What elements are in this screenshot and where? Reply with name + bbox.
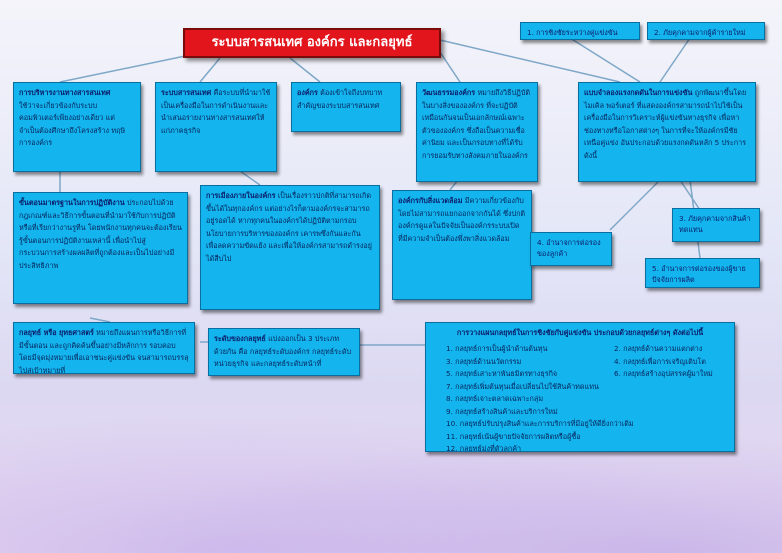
environment-box: องค์กรกับสิ่งแวดล้อม มีความเกี่ยวข้องกับ… xyxy=(392,190,532,300)
strategy-heading: กลยุทธ์ หรือ ยุทธศาสตร์ xyxy=(19,328,94,337)
strategy-item: 4. กลยุทธ์เพื่อการเจริญเติบโต xyxy=(614,356,706,366)
strategy-levels-heading: ระดับของกลยุทธ์ xyxy=(214,334,266,343)
force-new-entrants-box: 2. ภัยคุกคามจากผู้ค้ารายใหม่ xyxy=(647,22,765,40)
force-rivalry-box: 1. การชิงชัยระหว่างคู่แข่งขัน xyxy=(520,22,640,40)
mis-text: ใช้ว่าจะเกี่ยวข้องกับระบบ คอมพิวเตอร์เพี… xyxy=(19,100,126,148)
strategy-list-left: 1. กลยุทธ์การเป็นผู้นำด้านต้นทุน 3. กลยุท… xyxy=(446,343,634,452)
procedure-text: ประกอบไปด้วยกฎเกณฑ์และวิธีการขั้นตอนที่น… xyxy=(19,198,182,270)
competitive-strategy-heading: การวางแผนกลยุทธ์ในการชิงชัยกับคู่แข่งขัน… xyxy=(456,328,704,337)
main-title: ระบบสารสนเทศ องค์กร และกลยุทธ์ xyxy=(183,28,441,58)
environment-heading: องค์กรกับสิ่งแวดล้อม xyxy=(398,196,463,205)
procedure-box: ขั้นตอนมาตรฐานในการปฏิบัติงาน ประกอบไปด้… xyxy=(13,192,188,304)
strategy-item: 6. กลยุทธ์สร้างอุปสรรคผู้มาใหม่ xyxy=(614,369,713,378)
organization-heading: องค์กร xyxy=(297,88,318,97)
information-system-box: ระบบสารสนเทศ คือระบบที่นำมาใช้เป็นเครื่อ… xyxy=(155,82,277,172)
strategy-levels-text: แบ่งออกเป็น 3 ประเภท ด้วยกัน คือ กลยุทธ์… xyxy=(214,334,352,368)
strategy-item: 2. กลยุทธ์ด้านความแตกต่าง xyxy=(614,344,703,353)
competitive-strategy-box: การวางแผนกลยุทธ์ในการชิงชัยกับคู่แข่งขัน… xyxy=(425,322,735,452)
strategy-item: 5. กลยุทธ์เสาะหาพันธมิตรทางธุรกิจ xyxy=(446,369,558,378)
culture-text: หมายถึงวิธีปฏิบัติในบางสิ่งขององค์กร ที่… xyxy=(422,88,531,160)
force-suppliers-box: 5. อำนาจการต่อรองของผู้ขายปัจจัยการผลิต xyxy=(645,258,760,288)
politics-box: การเมืองภายในองค์กร เป็นเรื่องราวปกติที่… xyxy=(200,185,380,310)
mis-heading: การบริหารงานทางสารสนเทศ xyxy=(19,88,111,97)
culture-heading: วัฒนธรรมองค์กร xyxy=(422,88,476,97)
politics-text: เป็นเรื่องราวปกติที่สามารถเกิดขึ้นได้ในท… xyxy=(206,191,372,263)
force-substitutes-label: 3. ภัยคุกคามจากสินค้าทดแทน xyxy=(679,214,751,234)
strategy-list-right: 2. กลยุทธ์ด้านความแตกต่าง 4. กลยุทธ์เพื่อ… xyxy=(614,343,713,381)
strategy-box: กลยุทธ์ หรือ ยุทธศาสตร์ หมายถึงแผนการหรื… xyxy=(13,322,195,374)
strategy-item: 1. กลยุทธ์การเป็นผู้นำด้านต้นทุน xyxy=(446,344,548,353)
strategy-item: 8. กลยุทธ์เจาะตลาดเฉพาะกลุ่ม xyxy=(446,394,544,403)
force-substitutes-box: 3. ภัยคุกคามจากสินค้าทดแทน xyxy=(672,208,760,242)
procedure-heading: ขั้นตอนมาตรฐานในการปฏิบัติงาน xyxy=(19,198,125,207)
strategy-levels-box: ระดับของกลยุทธ์ แบ่งออกเป็น 3 ประเภท ด้ว… xyxy=(208,328,360,376)
five-forces-heading: แบบจำลองแรงกดดันในการแข่งขัน xyxy=(584,88,693,97)
organization-box: องค์กร ต้องเข้าใจถึงบทบาทสำคัญของระบบสาร… xyxy=(291,82,401,132)
environment-text: มีความเกี่ยวข้องกับโดยไม่สามารถแยกออกจาก… xyxy=(398,196,526,243)
strategy-item: 7. กลยุทธ์เพิ่มต้นทุนเมื่อเปลี่ยนไปใช้สิ… xyxy=(446,381,599,391)
strategy-item: 12. กลยุทธ์มุ่งที่ตัวลูกค้า xyxy=(446,444,522,452)
organization-text: ต้องเข้าใจถึงบทบาทสำคัญของระบบสารสนเทศ xyxy=(297,88,383,110)
force-buyers-label: 4. อำนาจการต่อรองของลูกค้า xyxy=(537,238,601,258)
strategy-item: 11. กลยุทธ์เน้นผู้ขายปัจจัยการผลิตหรือผู… xyxy=(446,431,581,441)
force-new-entrants-label: 2. ภัยคุกคามจากผู้ค้ารายใหม่ xyxy=(654,28,746,37)
five-forces-box: แบบจำลองแรงกดดันในการแข่งขัน ถูกพัฒนาขึ้… xyxy=(578,82,756,182)
five-forces-text: ถูกพัฒนาขึ้นโดย ไมเคิล พอร์เตอร์ ที่แสดง… xyxy=(584,88,747,160)
mis-box: การบริหารงานทางสารสนเทศ ใช้ว่าจะเกี่ยวข้… xyxy=(13,82,141,172)
strategy-item: 3. กลยุทธ์ด้านนวัตกรรม xyxy=(446,356,522,366)
strategy-item: 10. กลยุทธ์ปรับปรุงสินค้าและการบริการที่… xyxy=(446,419,634,428)
force-rivalry-label: 1. การชิงชัยระหว่างคู่แข่งขัน xyxy=(527,28,618,37)
strategy-text: หมายถึงแผนการหรือวิธีการที่มีขั้นตอน และ… xyxy=(19,328,189,374)
information-system-text: คือระบบที่นำมาใช้เป็นเครื่องมือในการดำเน… xyxy=(161,88,271,135)
force-suppliers-label: 5. อำนาจการต่อรองของผู้ขายปัจจัยการผลิต xyxy=(652,264,746,284)
force-buyers-box: 4. อำนาจการต่อรองของลูกค้า xyxy=(530,232,612,266)
culture-box: วัฒนธรรมองค์กร หมายถึงวิธีปฏิบัติในบางสิ… xyxy=(416,82,538,182)
strategy-item: 9. กลยุทธ์สร้างสินค้าและบริการใหม่ xyxy=(446,406,558,416)
politics-heading: การเมืองภายในองค์กร xyxy=(206,191,276,200)
information-system-heading: ระบบสารสนเทศ xyxy=(161,88,212,97)
